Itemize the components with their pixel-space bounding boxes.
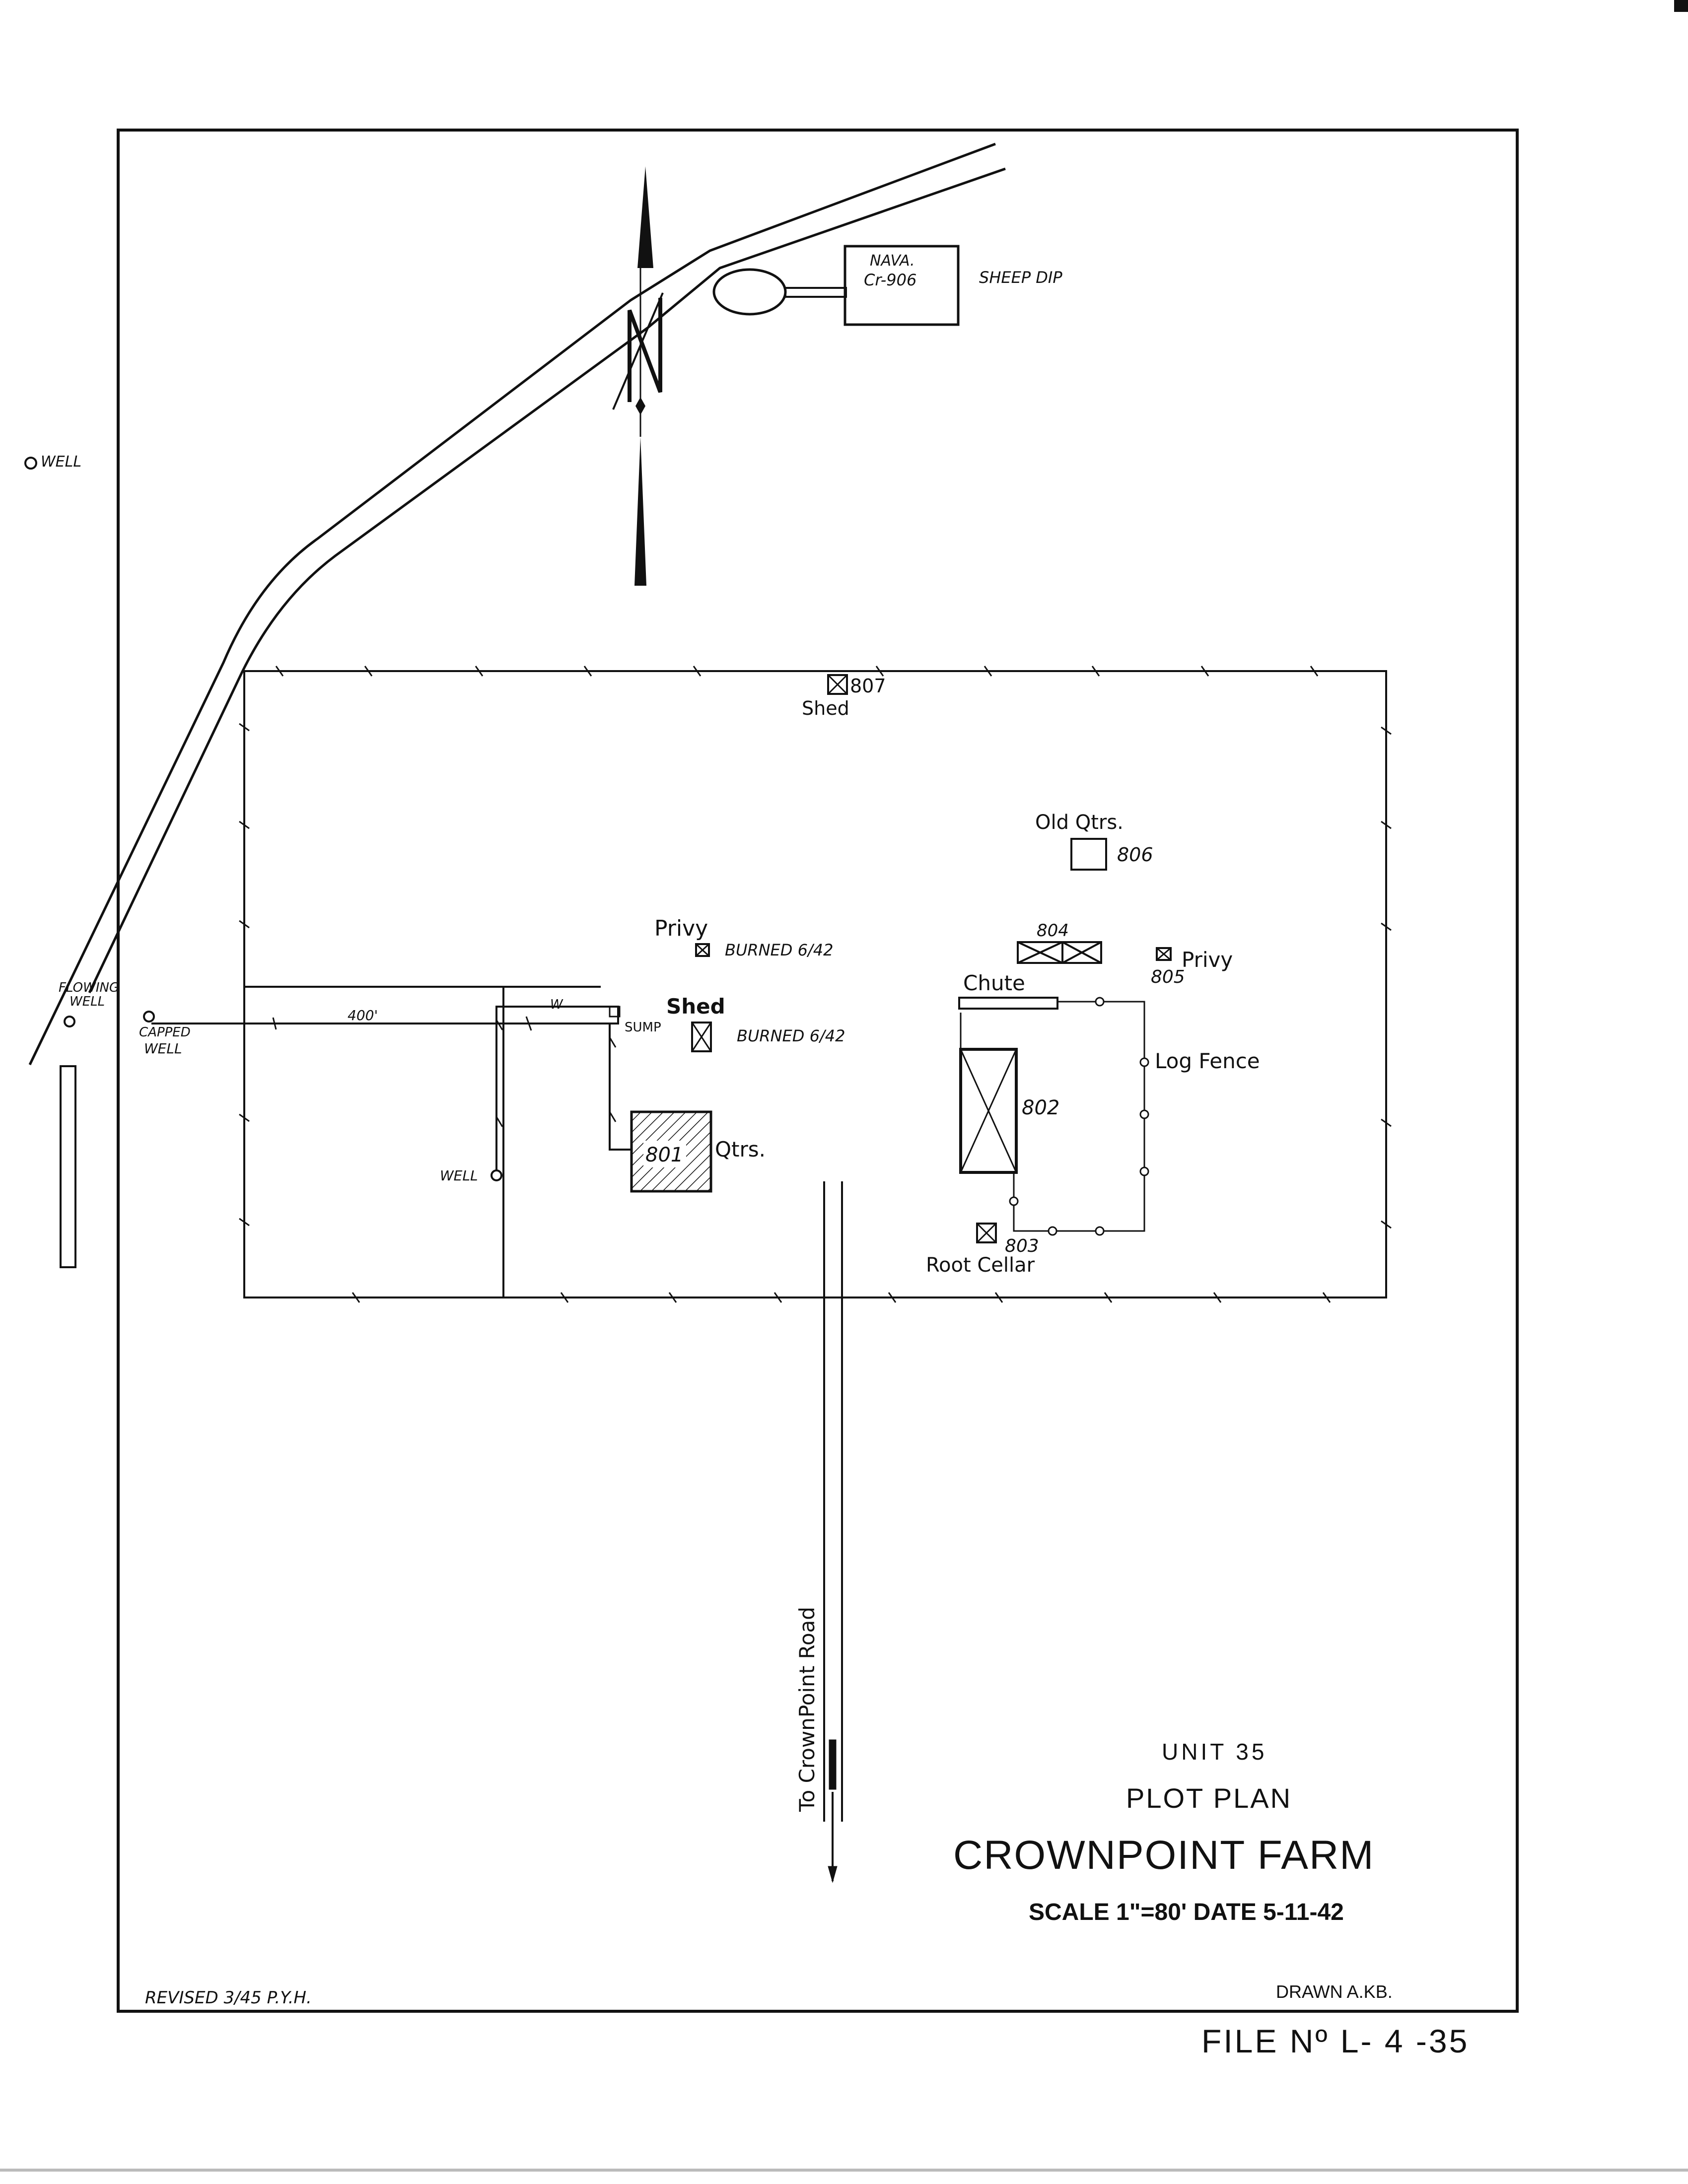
sheep-dip-label: SHEEP DIP: [979, 268, 1062, 287]
building-804: [1017, 941, 1102, 964]
pipe-line: [151, 1006, 631, 1171]
shed-807-label: Shed: [802, 697, 849, 719]
sheep-dip-pond: [712, 268, 787, 316]
nava-building: [844, 245, 960, 326]
nava-label-line1: NAVA.: [870, 252, 915, 270]
quarters-801-label-bg: [643, 1141, 686, 1167]
plot-plan-label: PLOT PLAN: [1126, 1782, 1292, 1814]
pipe-w-label: W: [550, 997, 563, 1012]
shed-807-number: 807: [850, 675, 886, 697]
privy-805-number: 805: [1151, 967, 1185, 987]
shed-burned-label: Shed: [666, 994, 725, 1019]
nava-label-line2: Cr-906: [864, 271, 916, 289]
old-qtrs-label: Old Qtrs.: [1035, 811, 1124, 834]
well-mid-icon: [491, 1169, 502, 1181]
sump-label: SUMP: [625, 1020, 661, 1035]
log-fence-label: Log Fence: [1155, 1049, 1260, 1073]
privy-805-label: Privy: [1182, 948, 1233, 972]
shed-burned-icon: [691, 1022, 712, 1052]
building-802-number: 802: [1022, 1096, 1059, 1119]
flowing-well-label-1: FLOWING: [59, 980, 119, 995]
flowing-well-label-2: WELL: [70, 994, 105, 1009]
root-cellar-label: Root Cellar: [926, 1254, 1035, 1277]
crownpoint-road: [823, 1181, 843, 1883]
old-qtrs-806-number: 806: [1117, 844, 1153, 866]
drawing-border: [117, 129, 1519, 2013]
sheep-dip-chute: [784, 287, 847, 298]
capped-well-label-1: CAPPED: [139, 1025, 191, 1040]
drawn-note: DRAWN A.KB.: [1276, 1981, 1393, 2002]
quarters-801-label: Qtrs.: [715, 1137, 766, 1161]
chute-label: Chute: [963, 971, 1025, 995]
privy-burned-label: Privy: [654, 916, 708, 941]
well-mid-label: WELL: [440, 1167, 478, 1184]
shed-807-icon: [827, 674, 848, 695]
fence-markers: [239, 666, 1392, 1303]
inner-fence: [244, 986, 601, 1297]
unit-label: UNIT 35: [1162, 1739, 1267, 1765]
privy-burned-icon: [695, 943, 710, 957]
capped-well-label-2: WELL: [144, 1040, 182, 1057]
file-number: FILE Nº L- 4 -35: [1201, 2023, 1469, 2059]
chute: [958, 997, 1058, 1010]
road-label: To CrownPoint Road: [795, 1607, 819, 1812]
building-802: [959, 1048, 1018, 1174]
log-fence-posts: [1009, 997, 1149, 1236]
root-cellar-icon: [976, 1223, 997, 1243]
highway-outer-edge: [28, 142, 996, 1066]
revised-note: REVISED 3/45 P.Y.H.: [145, 1988, 312, 2008]
well-top-icon: [24, 457, 37, 470]
well-top-label: WELL: [41, 453, 81, 471]
quarters-801-number: 801: [645, 1144, 683, 1166]
scale-date-label: SCALE 1"=80' DATE 5-11-42: [1029, 1899, 1344, 1925]
sump-icon: [609, 1006, 621, 1018]
burned-label-2: BURNED 6/42: [737, 1026, 845, 1045]
distance-400-label: 400': [348, 1007, 378, 1024]
root-cellar-number: 803: [1005, 1236, 1039, 1256]
pipe-w-markers: [272, 1016, 617, 1127]
north-arrow-icon: [612, 166, 664, 586]
burned-label-1: BURNED 6/42: [725, 941, 833, 959]
fence-enclosure: [243, 670, 1387, 1298]
flowing-well-icon: [64, 1016, 75, 1027]
privy-805-icon: [1156, 947, 1172, 961]
farm-title: CROWNPOINT FARM: [953, 1833, 1374, 1878]
highway-inner-edge: [88, 167, 1006, 994]
building-804-number: 804: [1037, 921, 1069, 941]
capped-well-icon: [143, 1011, 155, 1023]
old-qtrs-806: [1070, 838, 1107, 871]
page-corner-mark: [1674, 0, 1688, 12]
left-strip: [60, 1065, 76, 1268]
log-fence: [960, 1001, 1145, 1232]
